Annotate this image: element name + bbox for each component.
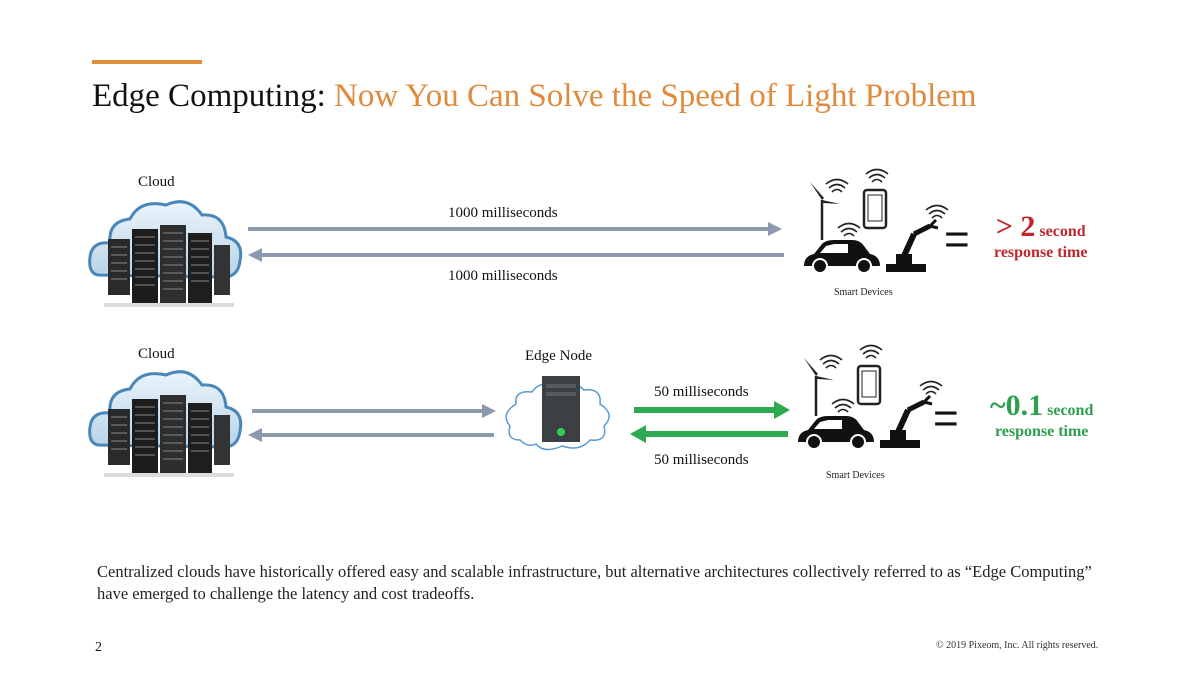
row2-equals-sign: = bbox=[933, 394, 959, 443]
row2-upper-green-arrow bbox=[634, 401, 790, 419]
smart-devices-icon-row1 bbox=[804, 170, 948, 274]
row1-lower-latency-label: 1000 milliseconds bbox=[448, 268, 558, 284]
title-part-2: Now You Can Solve the Speed of Light Pro… bbox=[334, 78, 977, 114]
title-part-1: Edge Computing: bbox=[92, 78, 334, 114]
cloud-datacenter-icon-row1 bbox=[88, 200, 243, 309]
row2-upper-grey-arrow bbox=[252, 404, 496, 418]
row1-upper-arrow bbox=[248, 222, 782, 236]
row2-response-suffix: response time bbox=[994, 423, 1089, 440]
copyright-notice: © 2019 Pixeom, Inc. All rights reserved. bbox=[936, 640, 1099, 651]
summary-text: Centralized clouds have historically off… bbox=[97, 562, 1092, 603]
row1-response-unit: second bbox=[1039, 223, 1086, 240]
row2-upper-latency-label: 50 milliseconds bbox=[654, 384, 749, 400]
row1-upper-latency-label: 1000 milliseconds bbox=[448, 205, 558, 221]
edge-node-label: Edge Node bbox=[525, 348, 593, 364]
title-accent-bar bbox=[92, 60, 202, 64]
cloud-datacenter-icon-row2 bbox=[88, 370, 243, 479]
row2-response-unit: second bbox=[1047, 402, 1094, 419]
page-number: 2 bbox=[95, 640, 102, 655]
row1-response-time: > 2 second response time bbox=[994, 210, 1087, 262]
row1-cloud-label: Cloud bbox=[138, 174, 175, 190]
smart-devices-icon-row2 bbox=[798, 346, 942, 450]
row2-lower-grey-arrow bbox=[248, 428, 494, 442]
row2-response-value: ~0.1 bbox=[990, 389, 1044, 422]
page-title: Edge Computing: Now You Can Solve the Sp… bbox=[92, 78, 977, 115]
row1-lower-arrow bbox=[248, 248, 784, 262]
row2-lower-green-arrow bbox=[630, 425, 788, 443]
row2-lower-latency-label: 50 milliseconds bbox=[654, 452, 749, 468]
row2-cloud-label: Cloud bbox=[138, 346, 175, 362]
row2-devices-label: Smart Devices bbox=[826, 470, 885, 481]
row2-response-time: ~0.1 second response time bbox=[990, 389, 1093, 441]
row1-response-value: > 2 bbox=[995, 210, 1036, 243]
edge-server-icon bbox=[505, 376, 610, 451]
row1-equals-sign: = bbox=[944, 215, 970, 264]
row1-response-suffix: response time bbox=[994, 244, 1088, 261]
row1-devices-label: Smart Devices bbox=[834, 287, 893, 298]
